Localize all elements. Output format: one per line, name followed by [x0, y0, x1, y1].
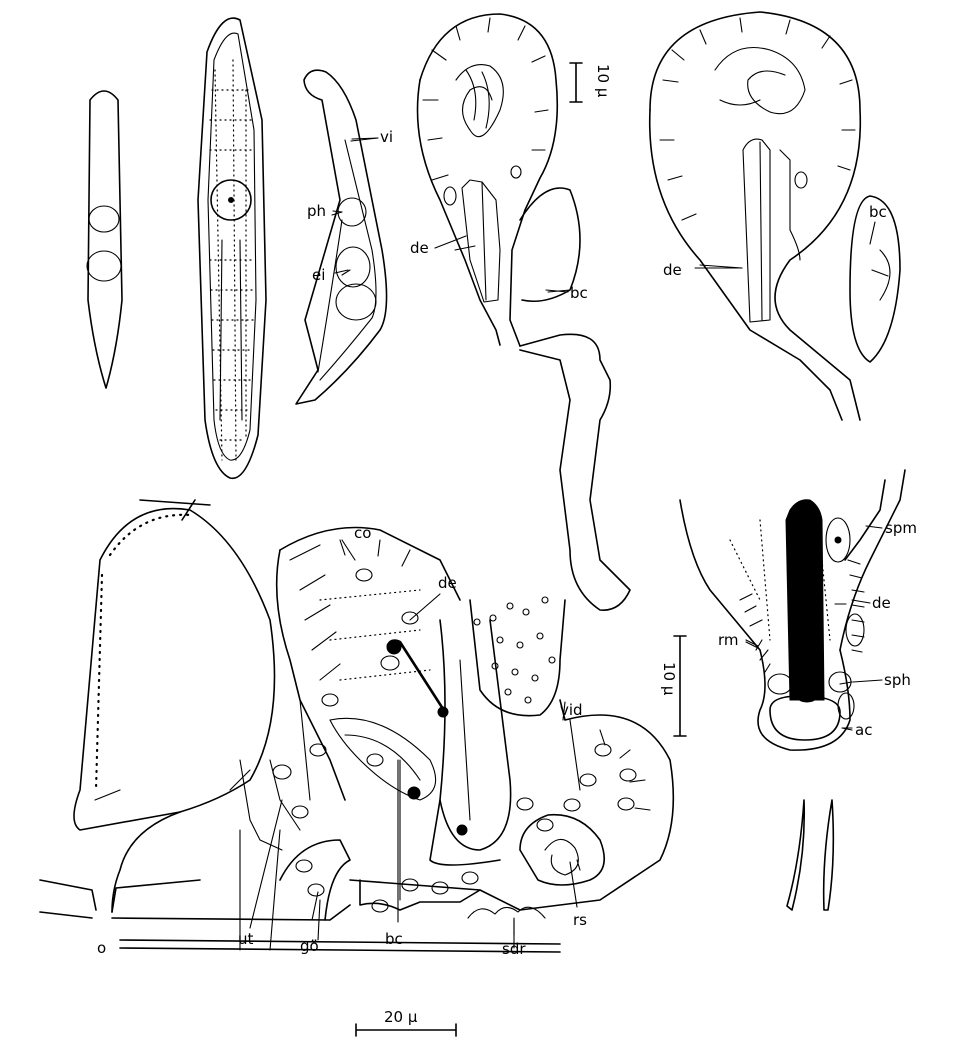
label-bc: bc — [869, 203, 887, 221]
organ-large-bulb — [648, 11, 901, 421]
label-sdr: sdr — [502, 940, 526, 958]
label-de: de — [663, 261, 682, 279]
body-outline-simple — [86, 90, 123, 389]
sagittal-section — [39, 499, 675, 953]
label-ut: ut — [238, 930, 254, 948]
labels: vi ph ei de bc de bc co de vid o ut gö b… — [97, 64, 917, 1026]
scale-bar-bottom — [355, 1023, 457, 1037]
scale-label-bottom: 20 µ — [384, 1008, 418, 1026]
label-de: de — [438, 574, 457, 592]
label-de: de — [872, 594, 891, 612]
label-rs: rs — [573, 911, 587, 929]
organ-bulb-with-tube — [416, 13, 631, 611]
body-outline-curved — [295, 69, 388, 405]
body-outline-stippled — [197, 17, 267, 480]
label-rm: rm — [718, 631, 739, 649]
label-o: o — [97, 939, 106, 957]
label-vid: vid — [560, 701, 583, 719]
label-go: gö — [300, 937, 319, 955]
scale-label-right: 10 µ — [660, 662, 678, 696]
scale-bar-top — [569, 62, 583, 103]
label-co: co — [354, 524, 371, 542]
label-sph: sph — [884, 671, 911, 689]
label-bc: bc — [385, 930, 403, 948]
label-ph: ph — [307, 202, 326, 220]
copulatory-organ-detail — [679, 469, 906, 751]
leader-lines — [249, 137, 883, 936]
label-ei: ei — [312, 266, 325, 284]
label-vi: vi — [380, 128, 393, 146]
label-de: de — [410, 239, 429, 257]
spicules — [786, 799, 835, 911]
scale-bar-right — [673, 635, 687, 737]
label-ac: ac — [855, 721, 872, 739]
label-spm: spm — [885, 519, 917, 537]
label-bc: bc — [570, 284, 588, 302]
scale-label-top: 10 µ — [594, 64, 612, 98]
